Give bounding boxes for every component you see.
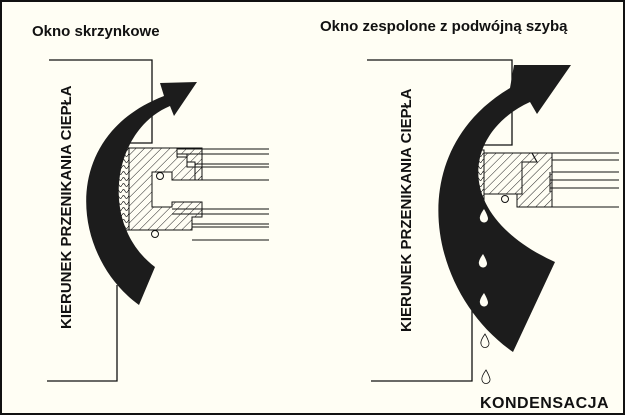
condensation-droplets: [478, 209, 491, 384]
left-window-frame: [116, 147, 269, 241]
left-heat-direction-label: KIERUNEK PRZENIKANIA CIEPŁA: [58, 85, 75, 329]
right-title: Okno zespolone z podwójną szybą: [320, 18, 568, 35]
droplet-icon: [479, 293, 489, 307]
right-heat-direction-label: KIERUNEK PRZENIKANIA CIEPŁA: [398, 88, 415, 332]
droplet-icon: [481, 369, 491, 384]
left-title: Okno skrzynkowe: [32, 23, 160, 40]
right-double-glazed-window: [367, 59, 619, 384]
left-heat-arrow: [86, 82, 197, 305]
condensation-label: KONDENSACJA: [480, 395, 610, 412]
droplet-icon: [478, 254, 488, 268]
right-heat-arrow: [438, 65, 571, 352]
droplet-icon: [480, 333, 490, 348]
left-box-window: [47, 59, 269, 382]
right-wall-lower: [371, 302, 473, 382]
left-wall-lower: [47, 285, 118, 382]
right-window-frame: [471, 149, 619, 208]
droplet-icon: [479, 209, 489, 223]
